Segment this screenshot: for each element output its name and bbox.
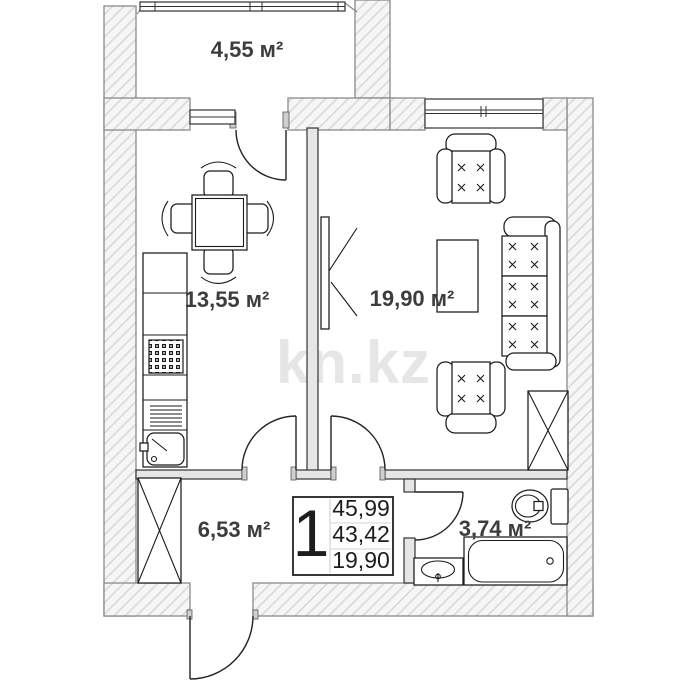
stamp-room-area: 19,90: [332, 547, 390, 573]
dining-table-icon: [191, 194, 248, 251]
wall-balcony-kitchen-right: [287, 97, 391, 131]
balcony-window-icon: [139, 1, 346, 12]
kitchen-door-icon: [241, 415, 297, 471]
wall-living-top-right: [542, 97, 568, 131]
bathroom-area-label: 3,74 м²: [459, 516, 532, 541]
entrance-door-icon: [189, 615, 254, 680]
washbasin-icon: [413, 557, 464, 586]
living-room-door-icon: [330, 415, 386, 471]
bathroom-door-icon: [414, 491, 464, 541]
armchair-icon: [436, 361, 506, 434]
stamp-living-area: 43,42: [332, 521, 390, 547]
wall-living-bathroom: [384, 469, 568, 480]
jamb: [379, 466, 386, 481]
stove-icon: [148, 339, 184, 374]
armchair-icon: [436, 133, 506, 204]
kitchen-balcony-window-icon: [189, 109, 236, 125]
coffee-table-icon: [436, 239, 479, 313]
wall-kitchen-living-divider: [306, 127, 319, 474]
balcony-area-label: 4,55 м²: [211, 37, 284, 62]
jamb: [241, 466, 248, 481]
dining-set: [161, 161, 275, 285]
jamb: [290, 466, 297, 481]
vent-grille-icon: [150, 405, 182, 427]
sofa-icon: [501, 216, 561, 371]
wall-balcony-right: [354, 0, 391, 99]
wall-living-top-left: [389, 97, 426, 131]
jamb: [282, 111, 290, 129]
room-labels: 4,55 м² 13,55 м² 19,90 м² 6,53 м² 3,74 м…: [185, 37, 532, 542]
chair-icon: [200, 161, 237, 199]
wall-balcony-kitchen-left: [103, 97, 191, 131]
kitchen-sink-icon: [139, 432, 185, 466]
wardrobe-icon: [527, 390, 569, 471]
wall-right: [566, 97, 594, 617]
partition-walls: [135, 127, 568, 584]
balcony-door-icon: [235, 129, 287, 181]
jamb: [330, 466, 337, 481]
hallway-area-label: 6,53 м²: [198, 517, 271, 542]
kitchen-counter-icon: [139, 252, 188, 468]
bathtub-icon: [463, 536, 568, 586]
wall-hallway-center: [295, 469, 332, 480]
outer-walls: [103, 0, 594, 617]
kitchen-area-label: 13,55 м²: [185, 287, 270, 312]
wall-bottom-right: [252, 582, 594, 617]
wall-bottom-left: [103, 582, 191, 617]
tv-icon: [320, 216, 358, 330]
chair-icon: [200, 246, 237, 285]
windows: [139, 1, 544, 129]
living-room-window-icon: [424, 98, 544, 129]
stamp-rooms-count: 1: [293, 496, 330, 570]
stamp-box: [292, 496, 394, 576]
doors: [189, 129, 464, 680]
wall-bathroom-upper: [403, 478, 416, 493]
jamb: [252, 609, 259, 620]
apartment-stamp: 1 45,99 43,42 19,90: [292, 495, 394, 576]
wardrobe-icon: [137, 477, 182, 584]
stamp-total-area: 45,99: [332, 495, 390, 521]
wall-bathroom-lower: [403, 537, 416, 584]
living-room-area-label: 19,90 м²: [370, 286, 455, 311]
toilet-icon: [511, 488, 569, 525]
